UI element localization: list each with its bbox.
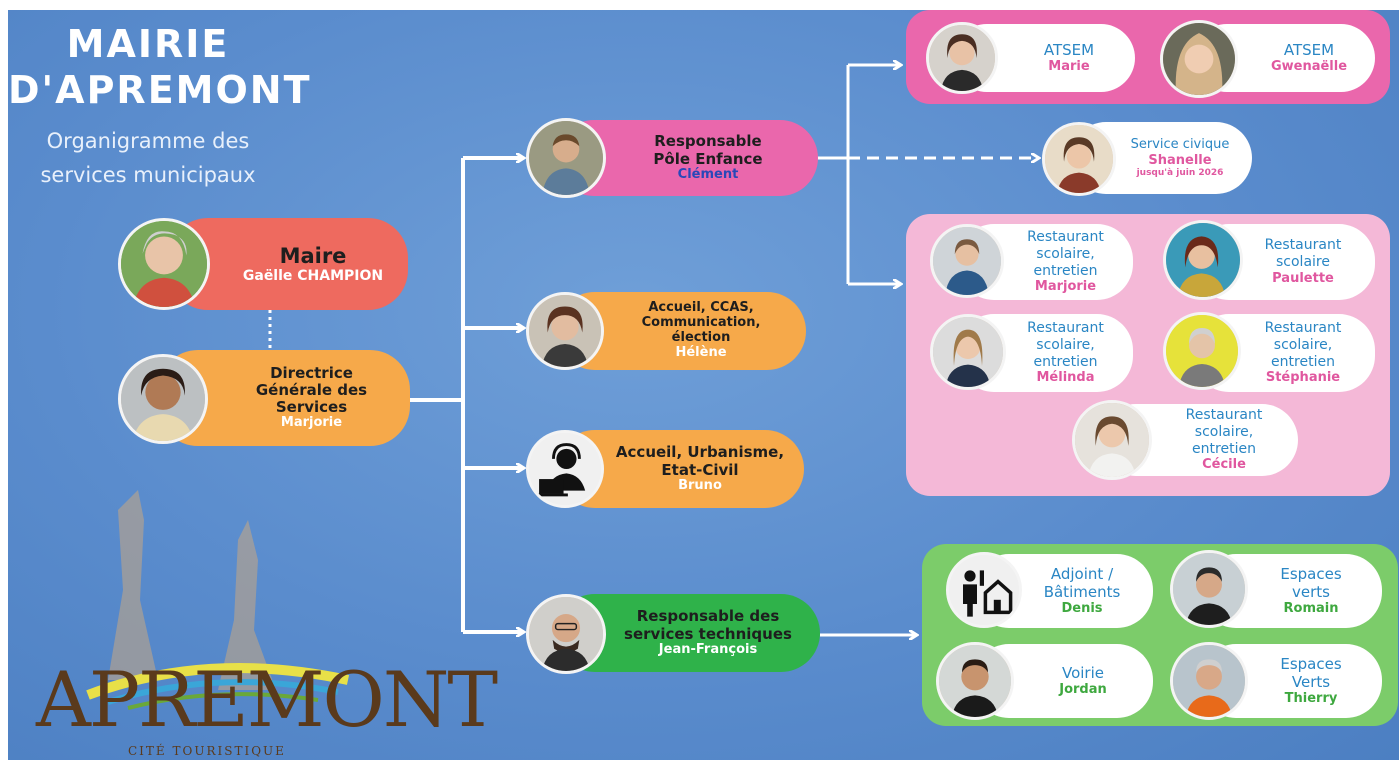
enfance-role-1: Responsable [654, 132, 762, 151]
support-agent-icon [526, 430, 604, 508]
restaurant-role-3c: entretien [1033, 353, 1098, 370]
atsem-name-1: Marie [1048, 59, 1090, 75]
atsem-role-1: ATSEM [1043, 41, 1095, 60]
restaurant-role-2a: Restaurant [1264, 237, 1342, 254]
accueil-urbanisme-role-1: Accueil, Urbanisme, [615, 443, 785, 462]
restaurant-avatar-1 [930, 224, 1004, 298]
accueil-ccas-name: Hélène [675, 344, 727, 360]
maire-name: Gaëlle CHAMPION [242, 268, 384, 285]
dgs-role-1: Directrice [270, 363, 353, 382]
tech-avatar-3 [936, 642, 1014, 720]
restaurant-role-1b: scolaire, [1036, 245, 1095, 262]
accueil-ccas-avatar [526, 292, 604, 370]
accueil-urbanisme-role-2: Etat-Civil [661, 460, 739, 479]
maire-avatar [118, 218, 210, 310]
atsem-name-2: Gwenaëlle [1270, 59, 1348, 75]
logo-wordmark: APREMONT [36, 655, 498, 744]
dgs-role-2: Générale des [255, 380, 368, 399]
civique-note: jusqu'à juin 2026 [1136, 168, 1224, 179]
tech-role-4b: Verts [1291, 673, 1331, 692]
restaurant-role-4c: entretien [1271, 353, 1335, 370]
restaurant-avatar-2 [1163, 220, 1243, 300]
restaurant-role-2b: scolaire [1276, 254, 1330, 271]
restaurant-role-3b: scolaire, [1036, 336, 1095, 353]
restaurant-role-4a: Restaurant [1264, 320, 1342, 336]
accueil-ccas-role-1: Accueil, CCAS, [648, 300, 754, 316]
apremont-logo [86, 490, 350, 710]
restaurant-role-1c: entretien [1033, 262, 1098, 279]
tech-name-4: Thierry [1284, 691, 1338, 707]
accueil-ccas-role-3: élection [671, 330, 731, 345]
civique-role: Service civique [1130, 137, 1230, 152]
restaurant-role-3a: Restaurant [1027, 320, 1104, 336]
restaurant-role-5c: entretien [1192, 440, 1256, 457]
restaurant-role-5b: scolaire, [1194, 423, 1254, 440]
tech-name-1: Denis [1061, 601, 1103, 617]
techniques-node: Responsable des services techniques Jean… [556, 594, 820, 672]
subtitle-line-1: Organigramme des [46, 129, 250, 153]
title-line-1: MAIRIE [66, 22, 230, 66]
worker-house-icon [946, 552, 1022, 628]
techniques-role-1: Responsable des [636, 607, 780, 626]
restaurant-name-4: Stéphanie [1265, 370, 1341, 386]
tech-role-3a: Voirie [1061, 664, 1104, 683]
dgs-name: Marjorie [280, 415, 343, 431]
civique-avatar [1042, 122, 1116, 196]
maire-role: Maire [279, 243, 347, 268]
tech-role-1b: Bâtiments [1043, 583, 1121, 602]
accueil-urbanisme-name: Bruno [678, 477, 722, 493]
tech-avatar-4 [1170, 642, 1248, 720]
atsem-avatar-1 [926, 22, 998, 94]
logo-tagline: CITÉ TOURISTIQUE [128, 744, 286, 758]
dgs-role-3: Services [275, 398, 348, 417]
atsem-avatar-2 [1160, 20, 1238, 98]
civique-name: Shanelle [1148, 152, 1212, 168]
enfance-name: Clément [677, 166, 739, 182]
tech-name-3: Jordan [1059, 682, 1107, 698]
restaurant-name-3: Mélinda [1036, 370, 1095, 386]
accueil-ccas-role-2: Communication, [641, 315, 761, 331]
restaurant-role-4b: scolaire, [1273, 336, 1333, 353]
restaurant-role-5a: Restaurant [1185, 407, 1263, 423]
tech-role-2b: verts [1292, 583, 1330, 602]
enfance-role-2: Pôle Enfance [653, 149, 763, 168]
restaurant-role-1a: Restaurant [1027, 229, 1104, 245]
tech-avatar-2 [1170, 550, 1248, 628]
techniques-name: Jean-François [658, 641, 758, 657]
restaurant-avatar-5 [1072, 400, 1152, 480]
org-chart: MAIRIE D'APREMONT Organigramme des servi… [8, 10, 1399, 760]
restaurant-avatar-4 [1163, 312, 1241, 390]
restaurant-name-2: Paulette [1272, 271, 1334, 286]
dgs-avatar [118, 354, 208, 444]
restaurant-name-1: Marjorie [1034, 279, 1097, 295]
tech-name-2: Romain [1283, 601, 1339, 617]
restaurant-avatar-3 [930, 314, 1006, 390]
techniques-avatar [526, 594, 606, 674]
subtitle-line-2: services municipaux [40, 163, 256, 187]
restaurant-name-5: Cécile [1202, 457, 1246, 473]
tech-role-4a: Espaces [1280, 655, 1342, 674]
tech-role-2a: Espaces [1280, 565, 1342, 584]
techniques-role-2: services techniques [624, 624, 792, 643]
atsem-role-2: ATSEM [1283, 41, 1335, 60]
tech-role-1a: Adjoint / [1050, 565, 1114, 584]
title-line-2: D'APREMONT [8, 68, 312, 112]
enfance-avatar [526, 118, 606, 198]
accueil-urbanisme-node: Accueil, Urbanisme, Etat-Civil Bruno [556, 430, 804, 508]
